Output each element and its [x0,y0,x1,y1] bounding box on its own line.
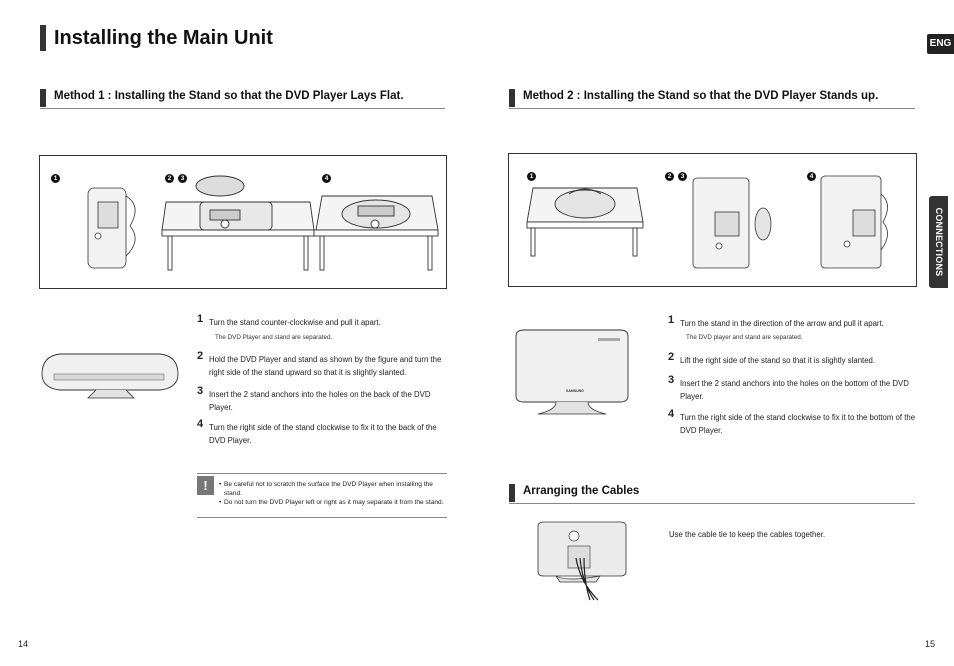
method1-step-1-note: The DVD Player and stand are separated. [215,334,333,341]
method1-heading-text: Method 1 : Installing the Stand so that … [54,90,404,102]
method2-step-2: 2 Lift the right side of the stand so th… [668,351,920,368]
fig-label-4: 4 [807,172,816,181]
method2-heading-text: Method 2 : Installing the Stand so that … [523,90,879,102]
step-number: 3 [668,374,675,386]
player-flat-illustration [41,353,179,399]
cables-instruction: Use the cable tie to keep the cables tog… [669,530,826,539]
step-text: Insert the 2 stand anchors into the hole… [680,379,909,401]
section-side-tab: CONNECTIONS [929,196,948,288]
page-title: Installing the Main Unit [40,25,273,51]
method2-step-3: 3 Insert the 2 stand anchors into the ho… [668,374,920,405]
fig-label-3: 3 [178,174,187,183]
cables-illustration [537,521,627,601]
player-fixed-view [820,175,888,269]
player-standing-illustration [515,329,629,415]
brand-label: SAMSUNG [566,389,584,393]
method1-figure: 1 2 3 4 [39,155,447,289]
heading-bar [40,89,46,107]
side-tab-label: CONNECTIONS [933,207,944,277]
step-text: Turn the stand counter-clockwise and pul… [209,318,381,327]
player-side-view [87,187,136,269]
step-text: Turn the right side of the stand clockwi… [209,423,437,445]
fig-label-1: 1 [51,174,60,183]
method1-step-2: 2 Hold the DVD Player and stand as shown… [197,350,447,381]
fig-label-2: 2 [165,174,174,183]
step-text: Lift the right side of the stand so that… [680,356,876,365]
caution-icon: ! [197,476,214,495]
method2-figure: 1 2 3 4 [508,153,917,287]
step-number: 4 [668,408,675,420]
player-tilt-view [692,177,772,269]
method1-step-4: 4 Turn the right side of the stand clock… [197,418,447,449]
cables-heading-text: Arranging the Cables [523,485,640,497]
method2-illustration [526,175,888,269]
language-badge: ENG [927,34,954,54]
method2-step-1-note: The DVD player and stand are separated. [686,334,803,341]
table-right [313,195,439,271]
step-text: Turn the right side of the stand clockwi… [680,413,916,435]
fig-label-4: 4 [322,174,331,183]
step-number: 4 [197,418,204,430]
step-number: 2 [197,350,204,362]
step-text: Insert the 2 stand anchors into the hole… [209,390,431,412]
method1-step-3: 3 Insert the 2 stand anchors into the ho… [197,385,447,416]
fig-label-2: 2 [665,172,674,181]
fig-label-3: 3 [678,172,687,181]
caution-list: Be careful not to scratch the surface th… [219,480,447,507]
method1-heading: Method 1 : Installing the Stand so that … [40,89,445,109]
fig-label-1: 1 [527,172,536,181]
table-left [161,175,315,271]
step-text: Hold the DVD Player and stand as shown b… [209,355,442,377]
method2-step-1: 1 Turn the stand in the direction of the… [668,314,920,331]
table-with-stand [526,187,644,257]
step-number: 2 [668,351,675,363]
step-number: 3 [197,385,204,397]
cables-heading: Arranging the Cables [509,484,915,504]
method1-step-1: 1 Turn the stand counter-clockwise and p… [197,313,447,330]
caution-note: ! Be careful not to scratch the surface … [197,473,447,518]
caution-item: Be careful not to scratch the surface th… [219,480,447,498]
heading-bar [509,484,515,502]
step-number: 1 [668,314,675,326]
step-text: Turn the stand in the direction of the a… [680,319,884,328]
page-number-left: 14 [18,639,29,649]
method1-illustration [87,175,439,271]
page-number-right: 15 [925,639,936,649]
heading-bar [509,89,515,107]
caution-item: Do not turn the DVD Player left or right… [219,498,447,507]
method2-step-4: 4 Turn the right side of the stand clock… [668,408,920,439]
step-number: 1 [197,313,204,325]
method2-heading: Method 2 : Installing the Stand so that … [509,89,915,109]
